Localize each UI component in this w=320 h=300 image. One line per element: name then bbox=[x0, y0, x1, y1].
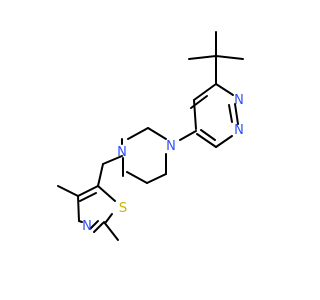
methyl-groups bbox=[57, 185, 119, 241]
thiazole-sulfur-label: S bbox=[119, 201, 127, 216]
piperazine-ring bbox=[121, 127, 167, 184]
pyrimidine-ring bbox=[179, 83, 239, 148]
methylene-linker bbox=[97, 155, 123, 187]
thiazole-nitrogen-label: N bbox=[82, 219, 92, 234]
thiazole-ring bbox=[77, 185, 116, 233]
piperazine-nitrogen-label: N bbox=[117, 145, 127, 160]
tert-butyl-group bbox=[188, 31, 244, 85]
piperazine-nitrogen-label: N bbox=[166, 139, 176, 154]
pyrimidine-nitrogen-label: N bbox=[234, 123, 244, 138]
molecule-diagram: N N N N S N bbox=[57, 31, 244, 241]
pyrimidine-nitrogen-label: N bbox=[234, 93, 244, 108]
